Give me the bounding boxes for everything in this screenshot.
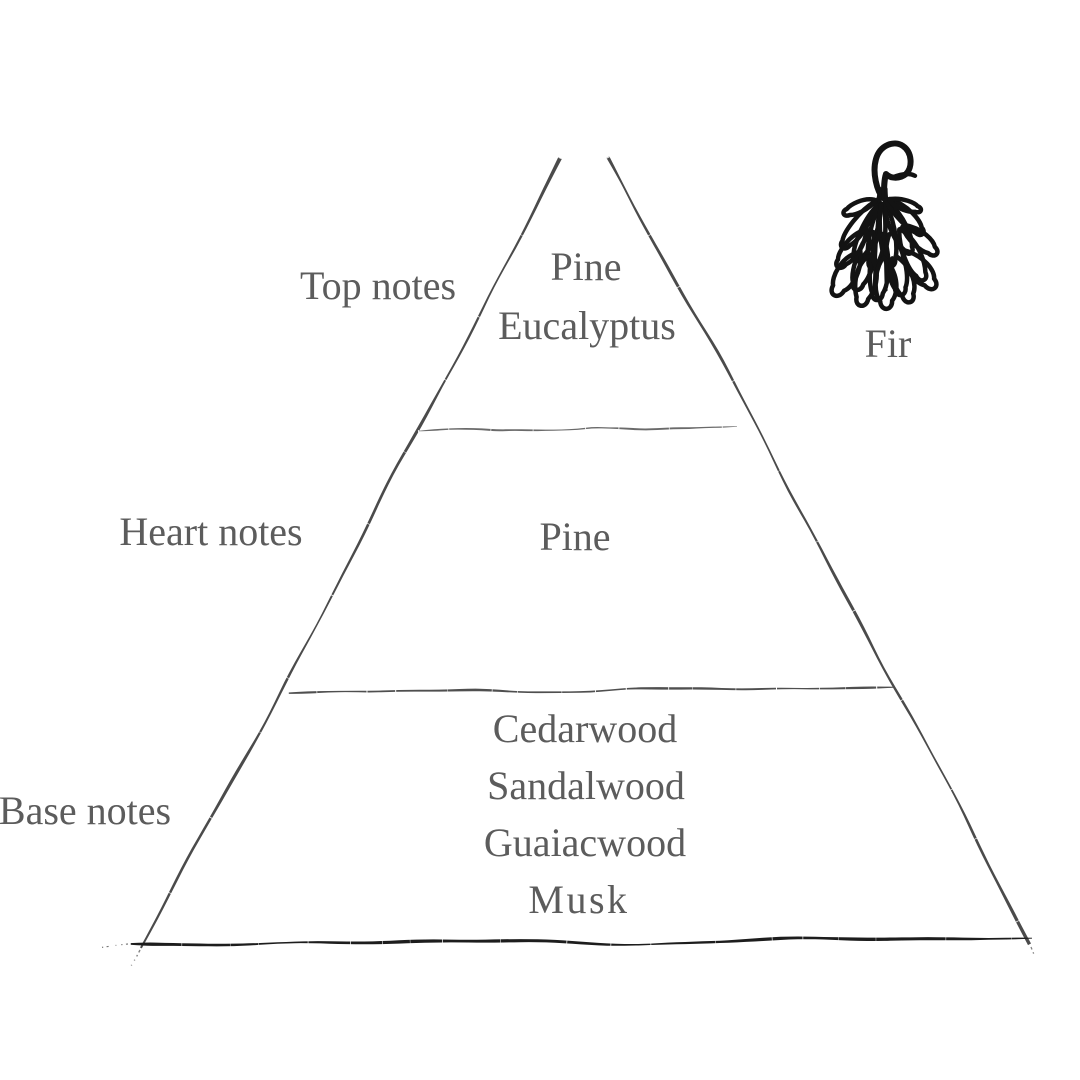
pyramid-left-edge xyxy=(140,157,562,949)
pyramid-bottom-edge-overshoot xyxy=(100,943,129,949)
pyramid-outline xyxy=(100,156,1036,967)
note-base-cedarwood: Cedarwood xyxy=(493,706,677,751)
fir-stroke-22 xyxy=(873,255,899,312)
note-base-guaiacwood: Guaiacwood xyxy=(484,820,686,865)
pyramid-right-edge-overshoot xyxy=(1030,946,1036,958)
pyramid-bottom-edge xyxy=(130,936,1032,947)
fir-stroke-13 xyxy=(887,196,924,215)
divider-top-heart xyxy=(418,426,737,432)
note-top-pine: Pine xyxy=(550,244,621,289)
level-label-heart: Heart notes xyxy=(119,509,302,554)
note-base-sandalwood: Sandalwood xyxy=(487,763,685,808)
fir-sketch-icon xyxy=(829,140,940,312)
fir-stroke-0 xyxy=(871,140,914,201)
pyramid-left-edge-overshoot xyxy=(130,949,141,967)
fir-caption: Fir xyxy=(865,321,912,366)
pyramid-texts: Top notes Pine Eucalyptus Heart notes Pi… xyxy=(0,244,911,922)
note-base-musk: Musk xyxy=(528,877,629,922)
note-top-eucalyptus: Eucalyptus xyxy=(498,303,676,348)
fir-stroke-24 xyxy=(900,247,939,292)
note-heart-pine: Pine xyxy=(539,514,610,559)
fir-stroke-19 xyxy=(900,222,940,258)
fir-stroke-1 xyxy=(888,171,918,181)
level-label-top: Top notes xyxy=(300,263,456,308)
divider-heart-base xyxy=(288,686,893,694)
level-label-base: Base notes xyxy=(0,788,171,833)
